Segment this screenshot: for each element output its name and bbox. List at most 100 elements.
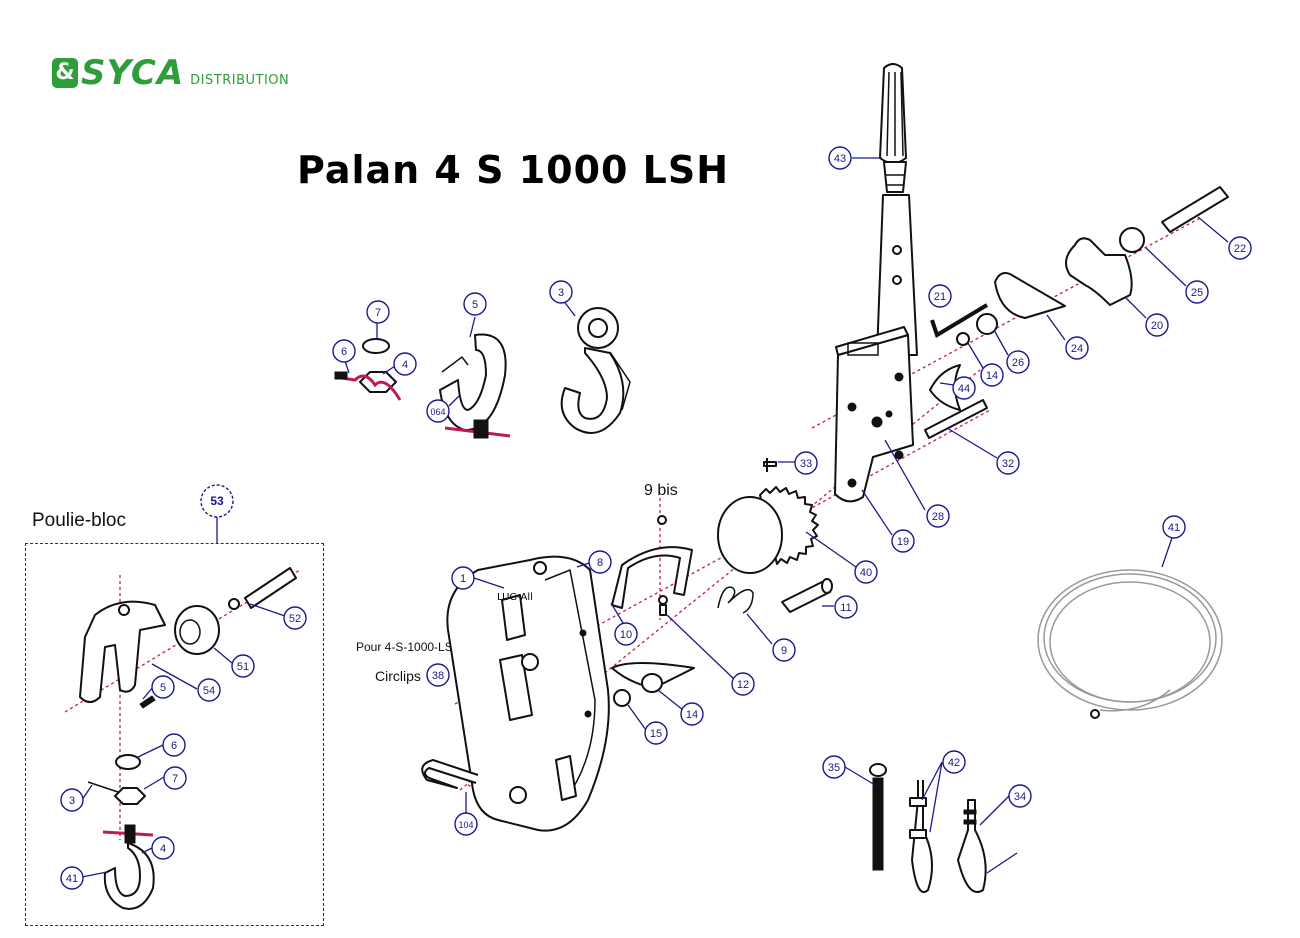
callout-label: 34	[1014, 791, 1026, 803]
callout-label: 54	[203, 685, 215, 697]
brand-subtitle: DISTRIBUTION	[190, 73, 290, 88]
callout-4: 4	[151, 836, 175, 860]
callout-label: 064	[430, 407, 445, 417]
callout-label: 5	[160, 682, 166, 694]
nut-top	[334, 338, 402, 401]
callout-19: 19	[891, 529, 915, 553]
callout-42: 42	[942, 750, 966, 774]
callout-5: 5	[463, 292, 487, 316]
callout-10: 10	[614, 622, 638, 646]
bushing-part-25	[1119, 227, 1145, 253]
brand-name: SYCA	[81, 53, 185, 93]
callout-label: 21	[934, 291, 946, 303]
callout-4: 4	[393, 352, 417, 376]
callout-label: 26	[1012, 357, 1024, 369]
callout-41: 41	[60, 866, 84, 890]
callout-41: 41	[1162, 515, 1186, 539]
washer-part-14b	[956, 332, 970, 346]
callout-15: 15	[644, 721, 668, 745]
callout-22: 22	[1228, 236, 1252, 260]
callout-7: 7	[366, 300, 390, 324]
rod-part-32	[924, 399, 988, 439]
callout-54: 54	[197, 678, 221, 702]
callout-label: 53	[210, 494, 224, 508]
callout-label: 14	[986, 370, 998, 382]
callout-label: 10	[620, 629, 632, 641]
callout-label: 4	[402, 359, 408, 371]
callout-label: 40	[860, 567, 872, 579]
callout-104: 104	[454, 812, 478, 836]
callout-label: 33	[800, 458, 812, 470]
callout-label: 11	[840, 602, 851, 614]
key-part-21	[930, 303, 989, 338]
callout-7: 7	[163, 766, 187, 790]
callout-53: 53	[200, 484, 234, 518]
label-9-bis: 9 bis	[644, 482, 678, 499]
callout-14: 14	[680, 702, 704, 726]
brand-logo: & SYCA DISTRIBUTION	[52, 53, 290, 93]
callout-label: 19	[897, 536, 909, 548]
callout-label: 4	[160, 843, 166, 855]
callout-44: 44	[952, 376, 976, 400]
callout-label: 15	[650, 728, 662, 740]
callout-38: 38	[426, 663, 450, 687]
body-part-1: LUG-All	[446, 555, 610, 832]
callout-11: 11	[834, 595, 858, 619]
lever-part-24	[994, 272, 1066, 319]
pin-part-33	[763, 458, 777, 472]
callout-label: 22	[1234, 243, 1246, 255]
callout-label: 24	[1071, 343, 1083, 355]
callout-label: 44	[958, 383, 970, 395]
callouts	[81, 157, 1229, 878]
callout-label: 20	[1151, 320, 1163, 332]
cable-part-41	[1037, 569, 1223, 719]
poulie-bloc-box	[25, 543, 324, 926]
callout-32: 32	[996, 451, 1020, 475]
pawl-part-12	[611, 662, 695, 693]
callout-51: 51	[231, 654, 255, 678]
callout-label: 52	[289, 613, 301, 625]
ratchet-part-40	[717, 486, 819, 574]
callout-label: 25	[1191, 287, 1203, 299]
callout-label: 51	[237, 661, 249, 673]
callout-label: 104	[458, 820, 473, 830]
shaft-part-22	[1161, 186, 1229, 233]
section-label-poulie-bloc: Poulie-bloc	[32, 510, 126, 531]
callout-label: 5	[472, 299, 478, 311]
callout-label: 8	[597, 557, 603, 569]
washer-part-26	[976, 313, 998, 335]
spring-part-11	[717, 586, 754, 614]
callout-20: 20	[1145, 313, 1169, 337]
callout-label: 42	[948, 757, 960, 769]
callout-35: 35	[822, 755, 846, 779]
callout-label: 6	[341, 346, 347, 358]
callout-label: 32	[1002, 458, 1014, 470]
callout-33: 33	[794, 451, 818, 475]
callout-label: 35	[828, 762, 840, 774]
poulie-bloc-parts	[79, 567, 297, 910]
callout-label: 41	[66, 873, 78, 885]
screw-part-9	[657, 515, 668, 616]
note-pour: Pour 4-S-1000-LSH	[356, 640, 462, 654]
handle-part-43	[876, 63, 918, 356]
callout-label: 28	[932, 511, 944, 523]
note-circlips: Circlips	[375, 668, 421, 684]
callout-40: 40	[854, 560, 878, 584]
frame-part-19	[834, 326, 914, 503]
svg-text:LUG-All: LUG-All	[497, 592, 533, 603]
pin-part-15	[421, 759, 479, 789]
callout-label: 12	[737, 679, 749, 691]
callout-6: 6	[162, 733, 186, 757]
callout-28: 28	[926, 504, 950, 528]
callout-26: 26	[1006, 350, 1030, 374]
callout-6: 6	[332, 339, 356, 363]
callout-064: 064	[426, 399, 450, 423]
callout-label: 41	[1168, 522, 1180, 534]
callout-label: 3	[558, 287, 564, 299]
callout-52: 52	[283, 606, 307, 630]
cam-part-20	[1065, 237, 1133, 306]
hook-part-3-top	[439, 333, 511, 439]
callout-label: 14	[686, 709, 698, 721]
